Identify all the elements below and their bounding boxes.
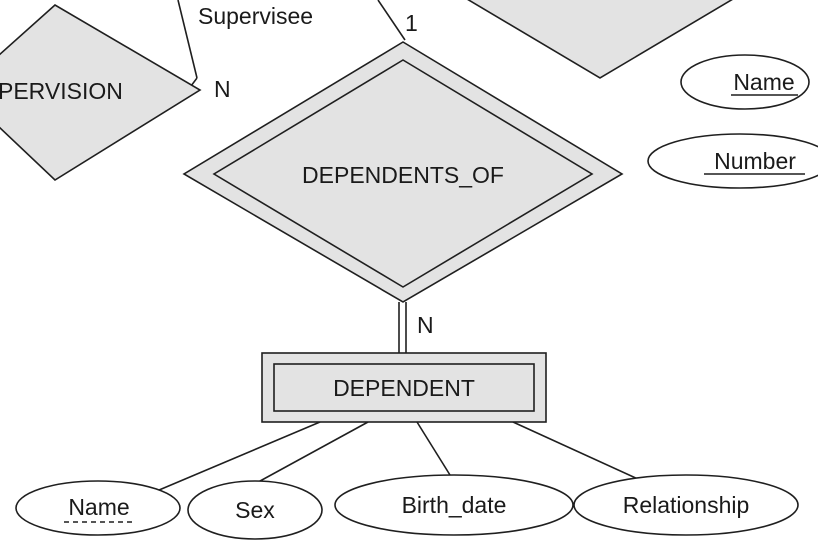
supervision-relationship[interactable]: PERVISION	[0, 4, 202, 182]
dependent-label: DEPENDENT	[333, 375, 475, 401]
edge-supervisee-top	[177, 0, 198, 79]
attribute-dependent-name-ellipse	[15, 480, 181, 536]
edge-dependent-birth-date	[416, 421, 451, 476]
attribute-dependent-sex-label: Sex	[235, 497, 275, 523]
dependent-inner-rect	[273, 363, 535, 412]
attribute-project-number-label: Number	[714, 148, 796, 174]
attribute-dependent-birth-date[interactable]: Birth_date	[334, 474, 574, 536]
attribute-dependent-name-label: Name	[68, 494, 129, 520]
attribute-dependent-birth-date-label: Birth_date	[402, 492, 507, 518]
attribute-dependent-sex-ellipse	[187, 480, 323, 540]
edge-employee-dependents-of	[377, 0, 406, 41]
dependent-entity[interactable]: DEPENDENT	[261, 352, 547, 423]
dependents-of-inner-diamond	[212, 59, 594, 288]
attribute-dependent-name[interactable]: Name	[15, 480, 181, 536]
attribute-project-number[interactable]: Number	[647, 133, 818, 189]
cardinality-supervision-n: N	[214, 76, 231, 102]
attribute-dependent-relationship-label: Relationship	[623, 492, 750, 518]
dependents-of-relationship[interactable]: DEPENDENTS_OF	[182, 41, 624, 303]
attribute-project-name-label: Name	[733, 69, 794, 95]
attribute-dependent-birth-date-ellipse	[334, 474, 574, 536]
cardinality-dependent-n: N	[417, 312, 434, 338]
cardinality-dependents-of-1: 1	[405, 10, 418, 36]
supervision-diamond	[0, 4, 202, 182]
edge-dependent-name	[151, 421, 321, 494]
supervision-label: PERVISION	[0, 78, 123, 104]
role-supervisee-label: Supervisee	[198, 3, 313, 29]
works-on-relationship[interactable]	[435, 0, 765, 79]
attribute-dependent-relationship[interactable]: Relationship	[573, 474, 799, 536]
dependents-of-label: DEPENDENTS_OF	[302, 162, 504, 188]
edge-dependent-relationship	[512, 421, 641, 481]
attribute-dependent-relationship-ellipse	[573, 474, 799, 536]
attribute-project-name[interactable]: Name	[680, 54, 810, 110]
works-on-diamond	[467, 0, 733, 79]
attribute-dependent-sex[interactable]: Sex	[187, 480, 323, 540]
